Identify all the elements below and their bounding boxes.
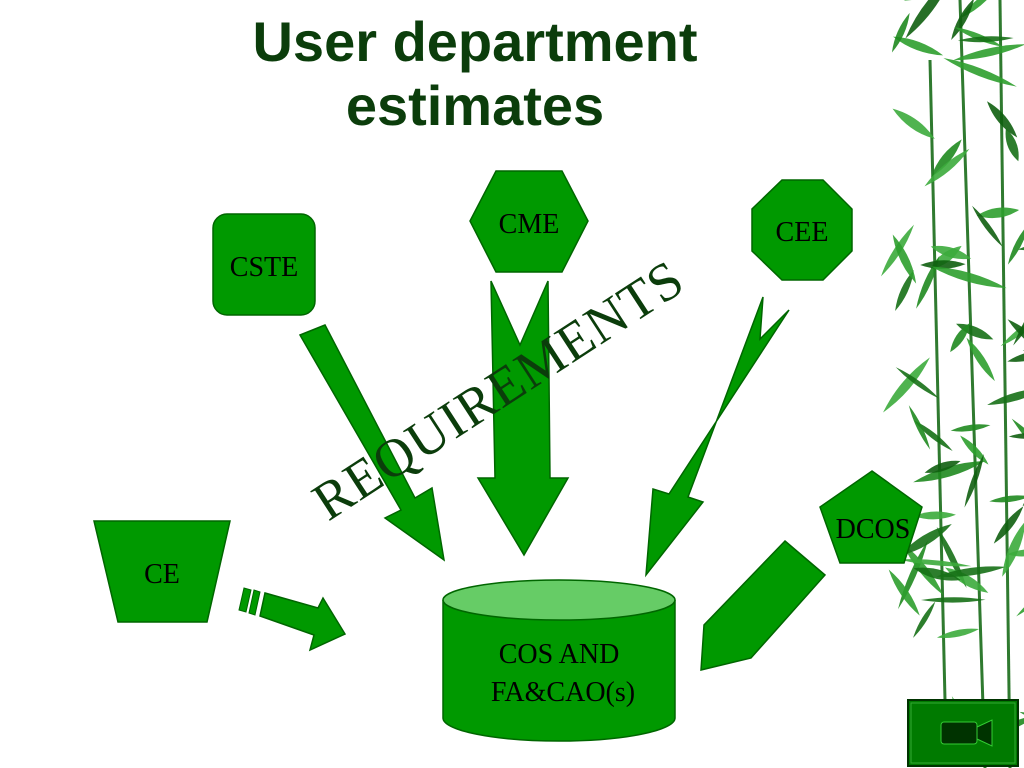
arrow-cee [645,296,790,578]
target-label-line-1: COS AND [499,639,620,670]
bamboo-leaf [1016,581,1024,617]
node-dcos: DCOS [819,470,923,564]
bamboo-leaf [972,205,1003,247]
bamboo-leaf [960,435,989,465]
cste-shape [212,213,316,316]
bamboo-leaf [986,101,1018,138]
cee-label: CEE [776,217,829,248]
bamboo-leaf [950,424,991,432]
title-line-2: estimates [345,74,605,137]
arrow-cste [298,324,446,562]
bamboo-leaf [993,506,1024,544]
bamboo-leaf [966,337,995,382]
bamboo-leaf [1013,282,1024,346]
bamboo-leaf [899,524,952,556]
nav-button[interactable] [907,699,1019,767]
bamboo-leaf [892,234,917,284]
bamboo-leaf [943,57,1017,87]
bamboo-leaf [895,367,940,399]
arrow-ce [238,587,347,652]
node-target-database: COS AND FA&CAO(s) [442,579,676,742]
bamboo-leaf [987,388,1024,405]
bamboo-leaf [1002,520,1024,577]
node-cste: CSTE [212,213,316,316]
bamboo-leaf [916,255,940,309]
node-cme: CME [469,170,589,273]
bamboo-leaf [930,245,972,260]
cme-label: CME [499,209,560,240]
bamboo-leaf [989,495,1024,503]
dcos-shape [819,470,923,564]
bamboo-leaf [931,139,962,177]
node-ce: CE [93,520,231,623]
bamboo-leaf [1011,418,1024,476]
ce-shape [93,520,231,623]
bamboo-leaf [892,108,935,139]
node-cee: CEE [751,179,853,281]
bamboo-leaf [936,628,980,638]
dcos-label: DCOS [836,514,911,545]
bamboo-leaf [1007,350,1024,362]
bamboo-leaf [913,461,985,483]
bamboo-leaf [913,420,953,451]
bamboo-leaf [883,357,930,413]
bamboo-leaves-icon [881,0,1024,768]
cste-label: CSTE [230,252,298,283]
bamboo-leaf [1005,128,1019,162]
bamboo-leaf [951,0,975,40]
bamboo-leaf [891,12,910,53]
target-label-line-2: FA&CAO(s) [491,677,635,708]
bamboo-leaf [892,36,944,56]
bamboo-leaf [913,511,956,520]
bamboo-leaf [930,266,1007,289]
bamboo-leaf [924,460,961,473]
bamboo-leaf [936,566,1006,577]
bamboo-leaf [913,567,961,581]
bamboo-leaf [952,44,1024,61]
arrow-dcos [700,539,827,671]
ce-label: CE [144,559,180,590]
bamboo-leaf [920,597,986,603]
bamboo-leaf [976,207,1020,219]
title-line-1: User department [252,10,698,73]
cme-shape [469,170,589,273]
bamboo-leaf [957,36,1014,43]
bamboo-leaf [913,601,936,638]
cylinder-top [442,579,676,621]
bamboo-leaf [1008,432,1024,439]
movie-camera-icon [940,719,993,747]
bamboo-leaf [1007,223,1024,265]
slide-title: User department estimates [130,10,820,138]
bamboo-leaf [898,559,972,567]
arrow-cme [476,280,570,557]
bamboo-leaf [950,322,970,353]
cylinder-body [442,600,676,742]
bamboo-leaf [905,0,952,39]
bamboo-leaf [1022,475,1024,506]
bamboo-leaf [1007,319,1024,357]
bamboo-leaf [908,405,931,450]
bamboo-leaf [888,569,920,616]
cee-shape [751,179,853,281]
bamboo-leaf [924,148,970,187]
bamboo-leaf [964,453,984,508]
